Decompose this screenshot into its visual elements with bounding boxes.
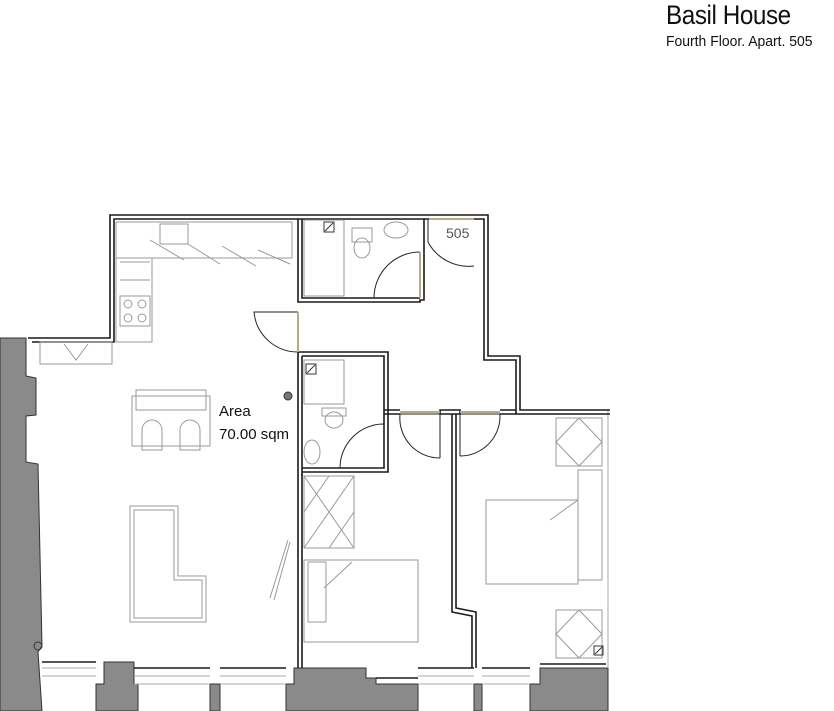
living-furniture [33,341,293,651]
bedroom-2-furniture [485,417,604,659]
doors [253,218,501,469]
area-value: 70.00 sqm [219,426,290,443]
apartment-number: 505 [446,225,470,241]
outer-walls [28,214,610,679]
interior-walls [297,219,516,668]
area-label: Area [219,403,251,420]
bathroom-fixtures-2 [303,359,347,465]
windows [42,410,609,685]
kitchen-units [115,221,293,343]
bathroom-fixtures-1 [303,219,409,297]
building-name: Basil House [666,0,791,30]
bedroom-1-furniture [303,475,419,643]
floor-apartment-label: Fourth Floor. Apart. 505 [666,33,813,50]
exterior-masonry [0,337,609,711]
